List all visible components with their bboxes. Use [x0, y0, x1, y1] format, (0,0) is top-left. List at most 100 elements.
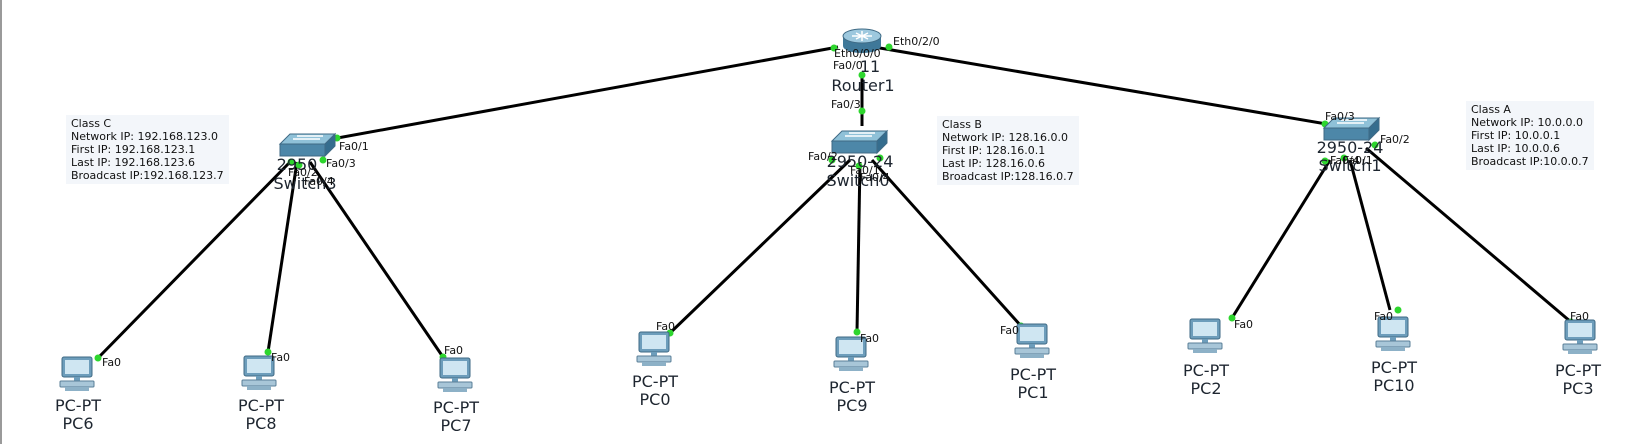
- note-line: Last IP: 10.0.0.6: [1471, 142, 1560, 155]
- link-switch1-pc3: [1365, 146, 1572, 324]
- port-label: Fa0/3: [831, 98, 861, 111]
- note-line: Last IP: 128.16.0.6: [942, 157, 1045, 170]
- note-line: Network IP: 10.0.0.0: [1471, 116, 1583, 129]
- router-name-label: Router1: [831, 76, 894, 95]
- note-class-a[interactable]: Class A Network IP: 10.0.0.0 First IP: 1…: [1466, 101, 1594, 170]
- note-class-b[interactable]: Class B Network IP: 128.16.0.0 First IP:…: [937, 116, 1079, 185]
- link-switch0-pc9: [855, 161, 862, 333]
- pc-type-label: PC-PT: [55, 396, 101, 415]
- switch1-model-label: 2950-24: [1317, 138, 1384, 157]
- link-switch3-pc8: [266, 161, 299, 353]
- note-line: Class B: [942, 118, 982, 131]
- port-labels: Eth0/0/0 Eth0/2/0 Fa0/0 Fa0/3 Fa0/2 Fa0/…: [102, 35, 1589, 369]
- link-switch1-pc2: [1230, 159, 1332, 319]
- link-switch0-pc0: [668, 158, 852, 335]
- port-label: Fa0/4: [860, 171, 890, 184]
- pc-name-label: PC2: [1191, 379, 1222, 398]
- pc3[interactable]: PC-PT PC3: [1555, 319, 1601, 398]
- pc9[interactable]: PC-PT PC9: [829, 336, 875, 415]
- pc-type-label: PC-PT: [1010, 365, 1056, 384]
- pc-name-label: PC0: [640, 390, 671, 409]
- switch0[interactable]: 2950-24 Switch0: [826, 130, 894, 190]
- port-label: Fa0/4: [304, 175, 334, 188]
- switch0-model-label: 2950-24: [827, 152, 894, 171]
- pc-name-label: PC8: [246, 414, 277, 433]
- pc0[interactable]: PC-PT PC0: [632, 331, 678, 409]
- note-line: Network IP: 192.168.123.0: [71, 130, 218, 143]
- port-label: Fa0: [102, 356, 121, 369]
- port-label: Eth0/2/0: [893, 35, 940, 48]
- pc-icon: [437, 357, 473, 393]
- switch3-model-label: 2950: [277, 155, 318, 174]
- note-line: Broadcast IP:10.0.0.7: [1471, 155, 1589, 168]
- link-router-switch3: [309, 45, 839, 145]
- port-label: Fa0/0: [833, 59, 863, 72]
- pc-type-label: PC-PT: [829, 378, 875, 397]
- port-label: Fa0/1: [1343, 154, 1373, 167]
- pc-icon: [1014, 323, 1050, 359]
- port-label: Fa0/4: [1330, 154, 1360, 167]
- link-switch3-pc7: [308, 161, 445, 358]
- switch3[interactable]: 2950 Switch3: [273, 133, 337, 193]
- pc7[interactable]: PC-PT PC7: [433, 357, 479, 435]
- port-label: Eth0/0/0: [834, 47, 881, 60]
- pc2[interactable]: PC-PT PC2: [1183, 318, 1229, 398]
- switch0-name-label: Switch0: [826, 171, 889, 190]
- port-label: Fa0: [860, 332, 879, 345]
- note-line: Class C: [71, 117, 112, 130]
- pc-type-label: PC-PT: [632, 372, 678, 391]
- link-router-switch1: [873, 45, 1345, 129]
- port-label: Fa0/1: [339, 140, 369, 153]
- port-label: Fa0/2: [288, 166, 318, 179]
- port-label: Fa0/3: [326, 157, 356, 170]
- link-switch0-pc1: [870, 158, 1023, 328]
- pc-icon: [59, 356, 95, 392]
- switch1[interactable]: 2950-24 Switch1: [1317, 117, 1384, 175]
- port-label: Fa0: [1374, 310, 1393, 323]
- pc10[interactable]: PC-PT PC10: [1371, 316, 1417, 395]
- pc-type-label: PC-PT: [238, 396, 284, 415]
- note-line: Network IP: 128.16.0.0: [942, 131, 1068, 144]
- port-label: Fa0: [271, 351, 290, 364]
- pc8[interactable]: PC-PT PC8: [238, 355, 284, 433]
- switch3-name-label: Switch3: [273, 174, 336, 193]
- workspace-left-border: [0, 0, 2, 444]
- port-label: Fa0: [1570, 310, 1589, 323]
- port-label: Fa0/1: [850, 164, 880, 177]
- note-line: Broadcast IP:192.168.123.7: [71, 169, 224, 182]
- pc-name-label: PC7: [441, 416, 472, 435]
- router-model-label: 11: [860, 57, 880, 76]
- pc-name-label: PC10: [1373, 376, 1414, 395]
- port-label: Fa0: [1234, 318, 1253, 331]
- port-label: Fa0/2: [808, 150, 838, 163]
- note-line: First IP: 10.0.0.1: [1471, 129, 1561, 142]
- port-label: Fa0: [656, 320, 675, 333]
- pc-type-label: PC-PT: [433, 398, 479, 417]
- note-line: Last IP: 192.168.123.6: [71, 156, 195, 169]
- note-line: Class A: [1471, 103, 1511, 116]
- port-label: Fa0: [1000, 324, 1019, 337]
- pc-name-label: PC9: [837, 396, 868, 415]
- pc-type-label: PC-PT: [1555, 361, 1601, 380]
- pc-icon: [1187, 318, 1223, 354]
- port-label: Fa0/3: [1325, 110, 1355, 123]
- note-line: First IP: 192.168.123.1: [71, 143, 196, 156]
- note-line: Broadcast IP:128.16.0.7: [942, 170, 1074, 183]
- link-switch1-pc10: [1348, 159, 1392, 311]
- note-line: First IP: 128.16.0.1: [942, 144, 1046, 157]
- pc6[interactable]: PC-PT PC6: [55, 356, 101, 433]
- port-label: Fa0/2: [1380, 133, 1410, 146]
- pc-name-label: PC6: [63, 414, 94, 433]
- router1[interactable]: 11 Router1: [831, 28, 895, 95]
- pc-type-label: PC-PT: [1371, 358, 1417, 377]
- pc1[interactable]: PC-PT PC1: [1010, 323, 1056, 402]
- pc-type-label: PC-PT: [1183, 361, 1229, 380]
- pc-icon: [1562, 319, 1598, 355]
- switch1-name-label: Switch1: [1318, 156, 1381, 175]
- pc-icon: [636, 331, 672, 367]
- note-class-c[interactable]: Class C Network IP: 192.168.123.0 First …: [66, 115, 229, 184]
- switch-icon: [279, 133, 336, 157]
- pc-name-label: PC3: [1563, 379, 1594, 398]
